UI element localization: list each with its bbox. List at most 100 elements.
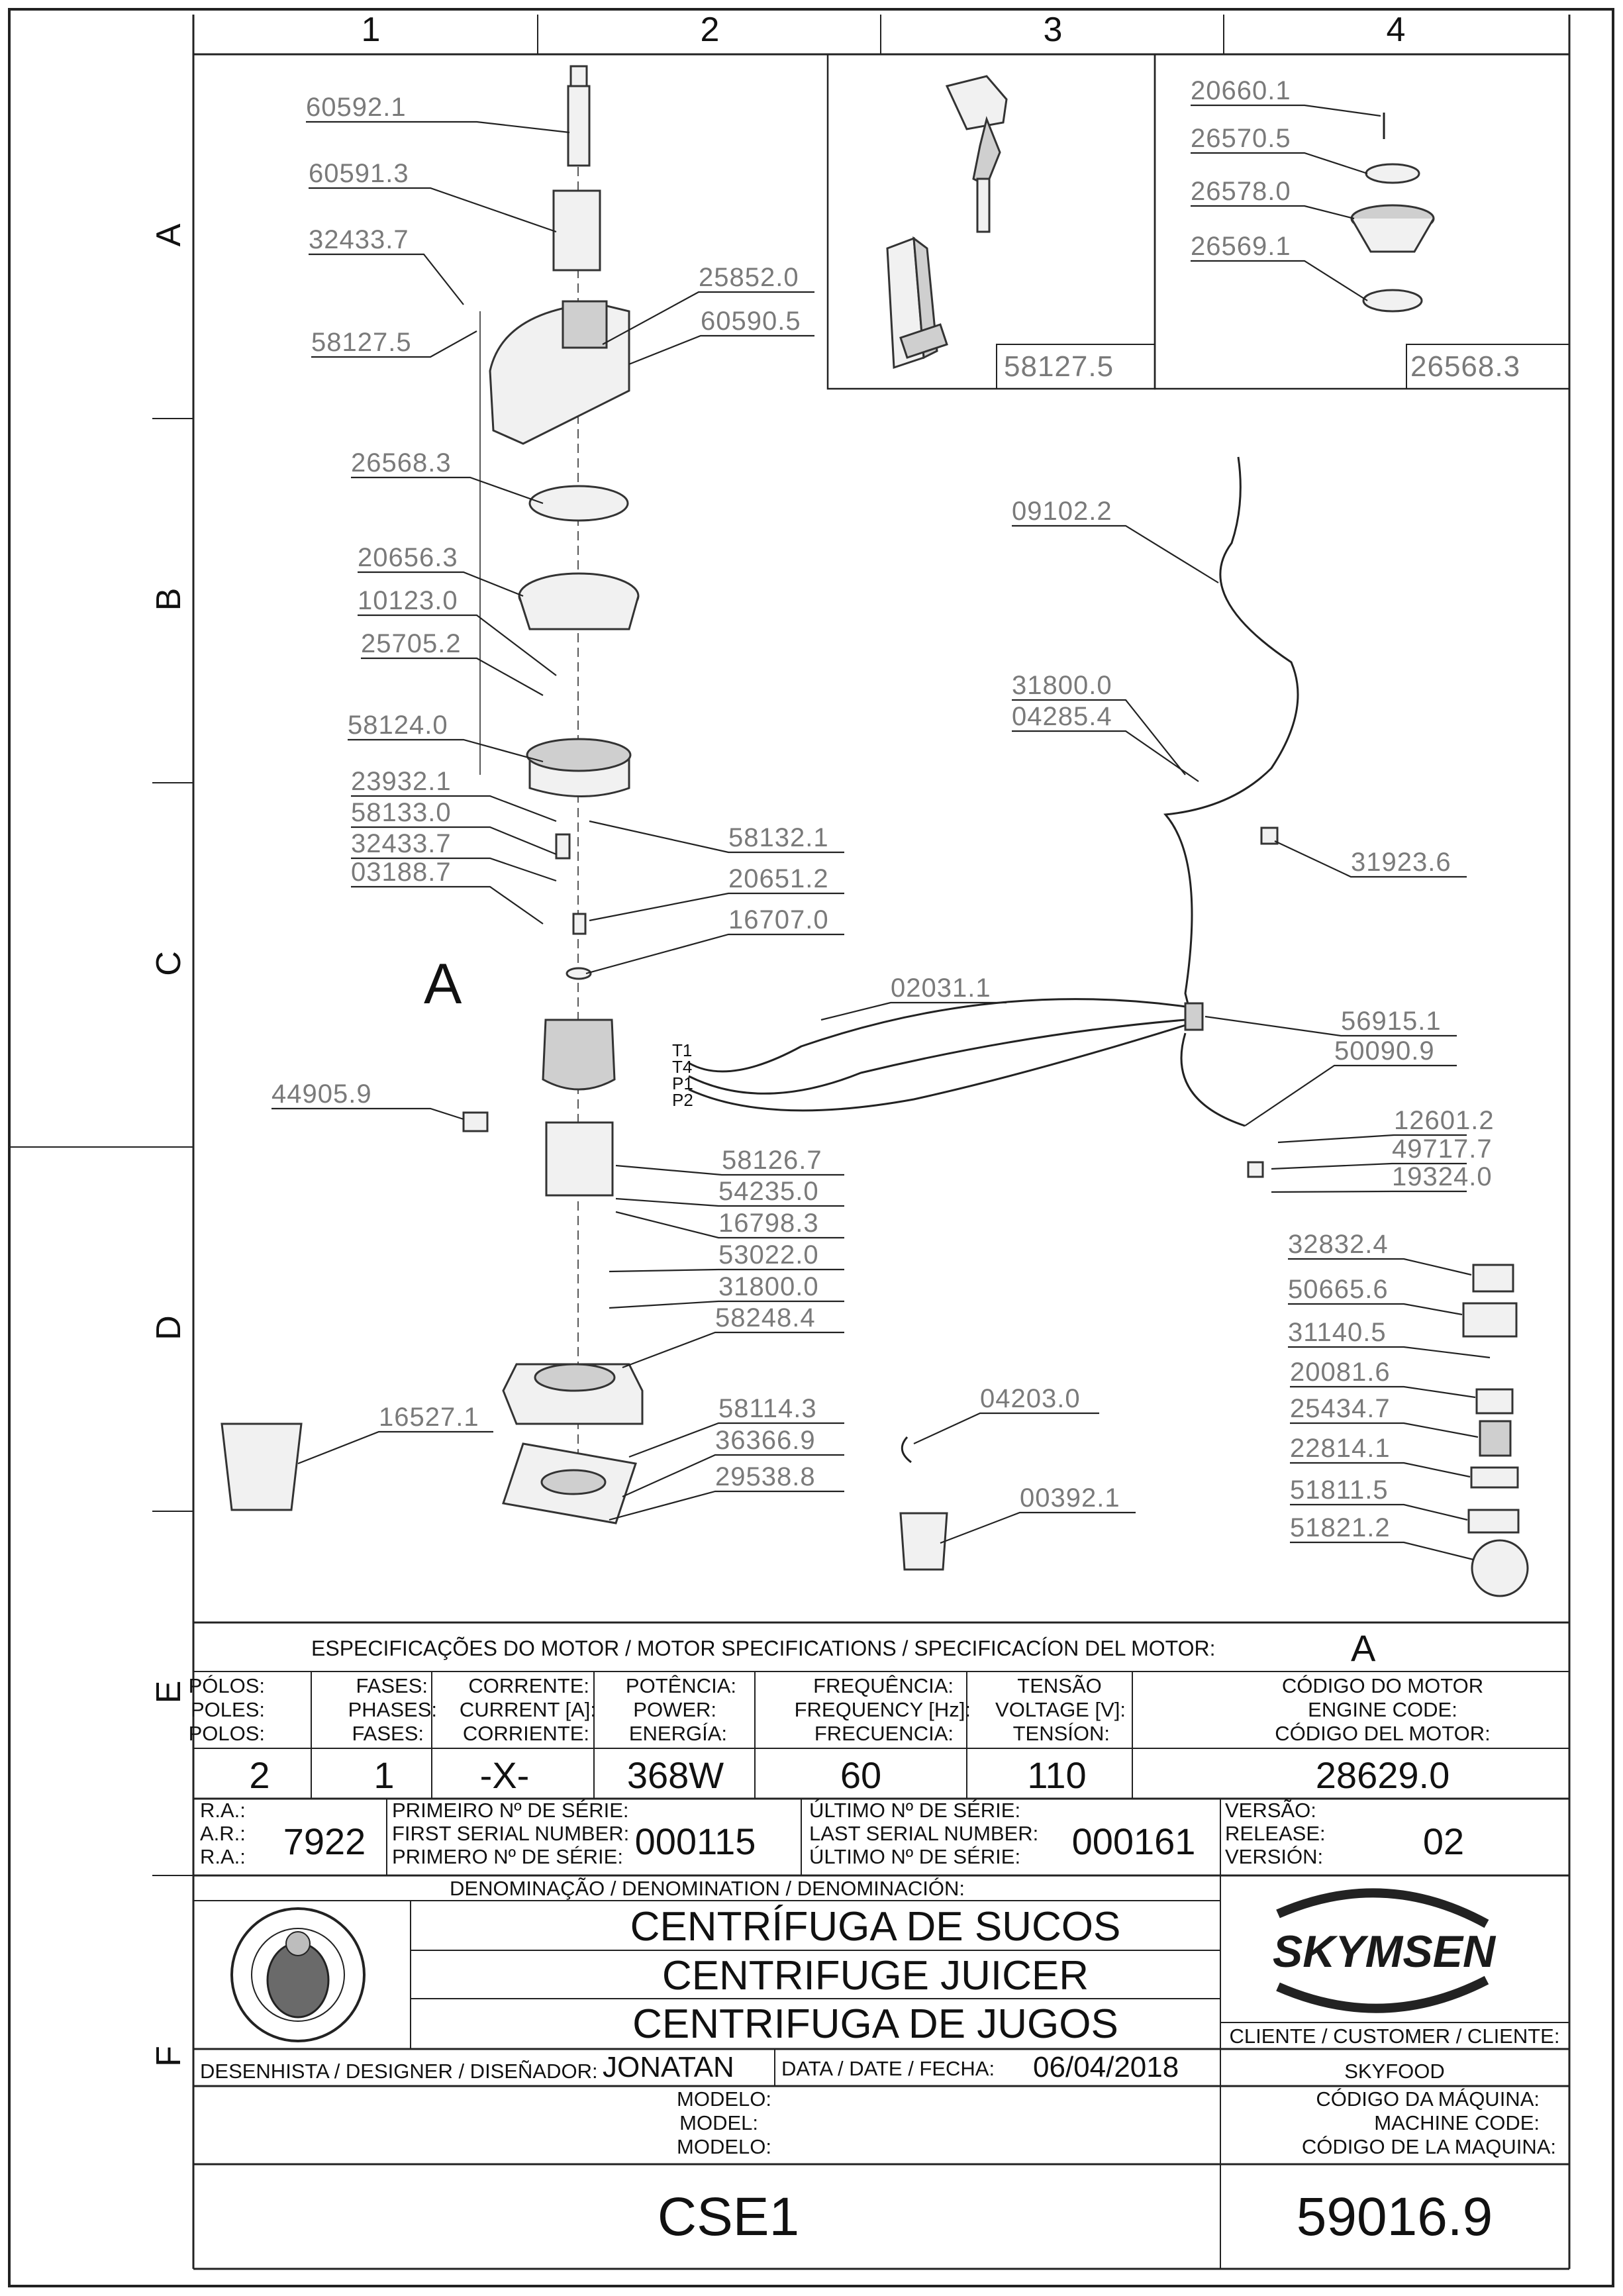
part-number: 60592.1 (306, 93, 407, 122)
part-number: 54235.0 (718, 1177, 819, 1206)
part-number: 12601.2 (1394, 1106, 1495, 1135)
spec-text: CÓDIGO DEL MOTOR: (1275, 1722, 1491, 1745)
part-number: 32832.4 (1288, 1230, 1389, 1259)
part-number: 58133.0 (351, 798, 452, 827)
callout-60590.5: 60590.5 (628, 307, 814, 366)
machine-code-label-2: MACHINE CODE: (1374, 2111, 1540, 2134)
part-number: 26570.5 (1191, 124, 1291, 153)
part-number: 50665.6 (1288, 1275, 1389, 1304)
name-pt: CENTRÍFUGA DE SUCOS (630, 1904, 1121, 1950)
detail-box-hinge-label: 58127.5 (1004, 350, 1114, 383)
leader-line (913, 1412, 1099, 1444)
leader-line (609, 1490, 844, 1521)
leader-line (1290, 1541, 1474, 1561)
spec-text: SKYMSEN (1273, 1926, 1497, 1977)
callout-31923.6: 31923.6 (1274, 840, 1467, 878)
leader-line (1205, 1015, 1457, 1037)
terminal-p1: P1 (672, 1073, 693, 1093)
leader-line (1288, 1346, 1491, 1359)
zone-row-a: A (150, 223, 188, 246)
leader-line (1274, 840, 1467, 878)
spec-text: FRECUENCIA: (814, 1722, 954, 1745)
zone-col-2: 2 (701, 11, 720, 49)
spec-text: 110 (1027, 1754, 1086, 1796)
spec-text: ENGINE CODE: (1308, 1698, 1457, 1721)
leader-line (1012, 730, 1199, 782)
leader-line (1191, 104, 1381, 117)
release-label-2: RELEASE: (1225, 1822, 1326, 1845)
leader-line (615, 1164, 844, 1176)
callout-25705.2: 25705.2 (361, 629, 544, 696)
last-serial-label-1: ÚLTIMO Nº DE SÉRIE: (809, 1799, 1020, 1822)
motor-col-voltage: TENSÃO VOLTAGE [V]: TENSÍON: 110 (995, 1674, 1126, 1796)
leader-line (1271, 1162, 1467, 1170)
leader-line (628, 1422, 844, 1458)
spec-text: CORRIENTE: (463, 1722, 589, 1745)
last-serial-label-3: ÚLTIMO Nº DE SÉRIE: (809, 1845, 1020, 1868)
leader-line (1290, 1462, 1471, 1478)
callout-36366.9: 36366.9 (622, 1426, 844, 1498)
callout-60592.1: 60592.1 (306, 93, 570, 134)
leader-line (351, 885, 544, 924)
spec-text: CURRENT [A]: (460, 1698, 596, 1721)
leader-line (1271, 1190, 1467, 1193)
leader-line (940, 1511, 1136, 1544)
part-number: 31800.0 (1012, 671, 1112, 700)
callout-44905.9: 44905.9 (271, 1079, 464, 1121)
leader-line (589, 892, 844, 922)
motor-col-current: CORRENTE: CURRENT [A]: CORRIENTE: -X- (460, 1674, 596, 1796)
spec-text: PHASES: (348, 1698, 437, 1721)
spec-text: ENERGÍA: (629, 1722, 727, 1745)
spec-text: POWER: (633, 1698, 716, 1721)
leader-line (309, 253, 464, 305)
part-number: 04203.0 (980, 1384, 1081, 1413)
leader-line (361, 657, 544, 696)
zone-col-3: 3 (1044, 11, 1063, 49)
client-value: SKYFOOD (1344, 2060, 1445, 2083)
model-label-3: MODELO: (677, 2135, 771, 2158)
leader-line (1290, 1422, 1479, 1438)
part-number: 23932.1 (351, 767, 452, 796)
zone-row-b: B (150, 588, 188, 611)
zone-row-f: F (150, 2046, 188, 2067)
spec-text: TENSÃO (1017, 1674, 1101, 1697)
last-serial-label-2: LAST SERIAL NUMBER: (809, 1822, 1038, 1845)
part-number: 26568.3 (351, 448, 452, 477)
part-number: 25705.2 (361, 629, 462, 658)
leader-line (311, 330, 477, 358)
model-label-2: MODEL: (679, 2111, 758, 2134)
callout-04203.0: 04203.0 (913, 1384, 1099, 1444)
leader-line (309, 187, 557, 233)
part-number: 10123.0 (358, 586, 458, 615)
part-number: 20081.6 (1290, 1358, 1391, 1387)
callout-22814.1: 22814.1 (1290, 1434, 1471, 1478)
callout-50665.6: 50665.6 (1288, 1275, 1463, 1316)
callout-02031.1: 02031.1 (820, 973, 1007, 1021)
part-number: 20660.1 (1191, 76, 1291, 105)
leader-line (628, 334, 814, 366)
leader-line (602, 291, 814, 345)
callout-51811.5: 51811.5 (1290, 1475, 1468, 1521)
part-number: 25434.7 (1290, 1394, 1391, 1423)
callout-23932.1: 23932.1 (351, 767, 557, 823)
part-number: 16527.1 (379, 1403, 479, 1432)
leader-line (358, 571, 524, 597)
callout-58133.0: 58133.0 (351, 798, 557, 856)
leader-line (609, 1268, 844, 1273)
name-es: CENTRIFUGA DE JUGOS (632, 2001, 1118, 2047)
callout-25852.0: 25852.0 (602, 263, 814, 345)
part-number: 00392.1 (1020, 1483, 1120, 1513)
leader-line (297, 1430, 493, 1465)
detail-mark: A (424, 952, 462, 1016)
callout-00392.1: 00392.1 (940, 1483, 1136, 1544)
spec-text: CÓDIGO DO MOTOR (1282, 1674, 1483, 1697)
leader-line (358, 614, 557, 676)
part-number: 58127.5 (311, 328, 412, 357)
part-number: 60591.3 (309, 159, 409, 188)
part-number: 29538.8 (715, 1462, 816, 1491)
last-serial-value: 000161 (1072, 1821, 1196, 1862)
callout-26578.0: 26578.0 (1191, 177, 1355, 220)
motor-col-power: POTÊNCIA: POWER: ENERGÍA: 368W (626, 1674, 736, 1796)
designer-label: DESENHISTA / DESIGNER / DISEÑADOR: (200, 2060, 598, 2083)
spec-text: FREQUENCY [Hz]: (795, 1698, 971, 1721)
